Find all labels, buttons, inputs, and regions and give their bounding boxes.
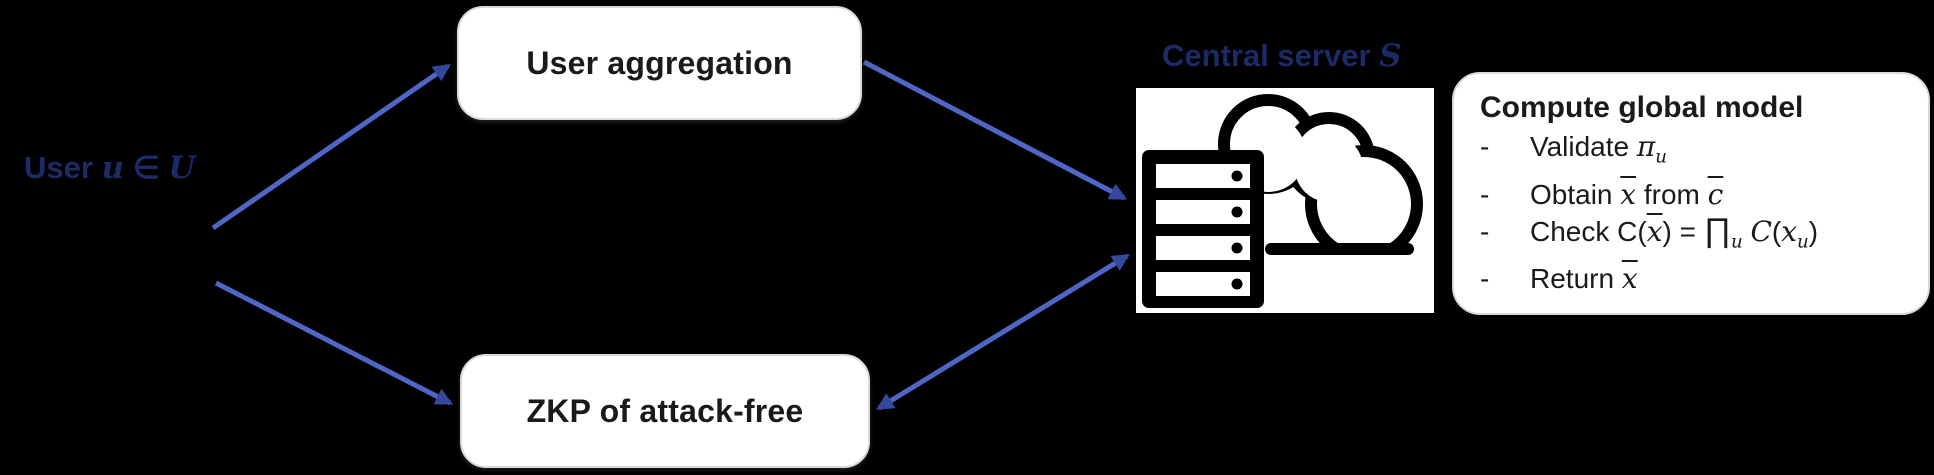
central-server-label-text: Central server: [1162, 38, 1380, 73]
edge-server-to-zkp: [876, 253, 1130, 411]
server-cloud-icon-drawing: [1142, 94, 1423, 313]
bullet-dash: -: [1480, 131, 1490, 162]
element-of-symbol: ∈: [124, 150, 169, 185]
compute-box-title: Compute global model: [1480, 91, 1804, 124]
server-rack-shape: [1142, 150, 1264, 308]
user-label: User u ∈ U: [24, 150, 195, 186]
central-server-var: S: [1379, 38, 1402, 74]
user-label-text: User: [24, 150, 102, 185]
user-aggregation-box: User aggregation: [457, 6, 862, 120]
zkp-attack-free-label: ZKP of attack-free: [526, 392, 804, 429]
zkp-attack-free-box: ZKP of attack-free: [460, 354, 870, 468]
compute-global-model-box: Compute global model - Validate πu - Obtain…: [1452, 72, 1930, 315]
central-server-label: Central server S: [1162, 38, 1402, 74]
compute-step-text: Return x: [1530, 262, 1638, 296]
server-cloud-icon: [1136, 88, 1434, 313]
compute-steps-list: - Validate πu - Obtain x from c - Check C(x) …: [1480, 128, 1910, 297]
compute-step-text: Validate πu: [1530, 130, 1668, 168]
compute-step-item: - Validate πu: [1480, 128, 1910, 176]
user-set: U: [168, 150, 196, 186]
edge-user-to-aggregation: [211, 63, 451, 231]
user-var: u: [101, 150, 125, 186]
bullet-dash: -: [1480, 178, 1490, 210]
compute-step-item: - Obtain x from c: [1480, 176, 1910, 213]
user-aggregation-label: User aggregation: [526, 44, 793, 81]
edge-user-to-zkp: [214, 280, 454, 406]
compute-step-item: - Return x: [1480, 260, 1910, 297]
edge-aggregation-to-server: [862, 59, 1128, 201]
bullet-dash: -: [1480, 263, 1490, 295]
bullet-dash: -: [1480, 215, 1490, 247]
compute-step-item: - Check C(x) = ∏u C(xu): [1480, 213, 1910, 261]
compute-step-text: Obtain x from c: [1530, 177, 1724, 211]
compute-step-text: Check C(x) = ∏u C(xu): [1530, 211, 1819, 253]
